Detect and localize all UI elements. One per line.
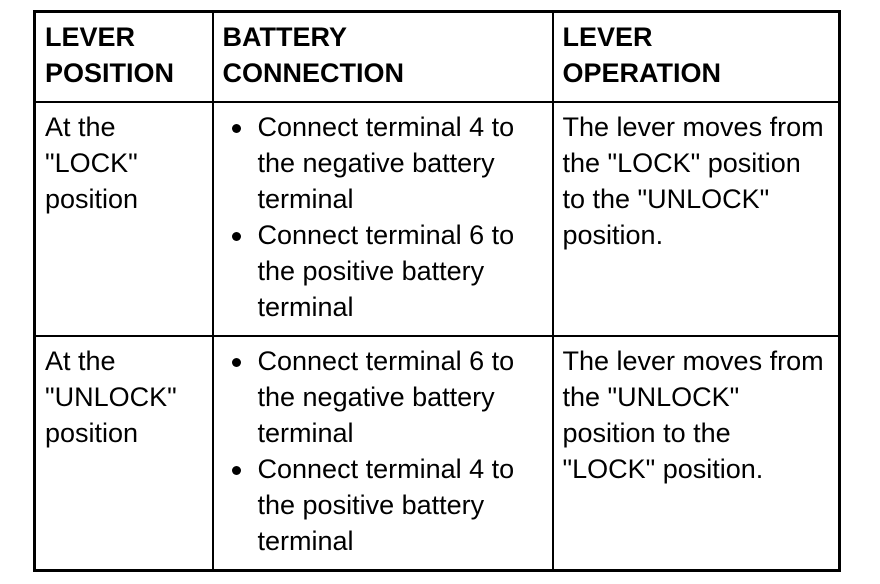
column-header-lever-operation: LEVER OPERATION <box>551 10 841 103</box>
table-header-row: LEVER POSITION BATTERY CONNECTION LEVER … <box>33 10 841 103</box>
lever-position-text: At the "LOCK" position <box>45 112 139 214</box>
cell-lever-position: At the "LOCK" position <box>33 101 214 337</box>
list-item: Connect terminal 4 to the positive batte… <box>223 451 543 559</box>
table-body: At the "LOCK" position Connect terminal … <box>33 101 841 572</box>
list-item: Connect terminal 6 to the negative batte… <box>223 343 543 451</box>
cell-lever-operation: The lever moves from the "UNLOCK" positi… <box>551 335 841 572</box>
cell-battery-connection: Connect terminal 4 to the negative batte… <box>211 101 554 337</box>
battery-connection-list: Connect terminal 4 to the negative batte… <box>223 109 543 325</box>
table-row: At the "LOCK" position Connect terminal … <box>33 101 841 337</box>
cell-lever-position: At the "UNLOCK" position <box>33 335 214 572</box>
lever-operation-text: The lever moves from the "UNLOCK" positi… <box>562 346 824 484</box>
list-item: Connect terminal 6 to the positive batte… <box>223 217 543 325</box>
table-row: At the "UNLOCK" position Connect termina… <box>33 335 841 572</box>
list-item-label: Connect terminal 4 to the positive batte… <box>257 454 515 556</box>
battery-connection-list: Connect terminal 6 to the negative batte… <box>223 343 543 559</box>
lever-position-text: At the "UNLOCK" position <box>45 346 177 448</box>
bullet-icon <box>231 232 241 241</box>
list-item: Connect terminal 4 to the negative batte… <box>223 109 543 217</box>
cell-battery-connection: Connect terminal 6 to the negative batte… <box>211 335 554 572</box>
list-item-label: Connect terminal 4 to the negative batte… <box>257 112 515 214</box>
table-header: LEVER POSITION BATTERY CONNECTION LEVER … <box>33 10 841 103</box>
list-item-label: Connect terminal 6 to the positive batte… <box>257 220 515 322</box>
cell-lever-operation: The lever moves from the "LOCK" position… <box>551 101 841 337</box>
column-header-lever-position: LEVER POSITION <box>33 10 214 103</box>
lever-operation-table: LEVER POSITION BATTERY CONNECTION LEVER … <box>33 10 841 572</box>
column-header-lever-position-line-2: POSITION <box>45 58 175 88</box>
column-header-battery-connection-line-2: CONNECTION <box>222 58 405 88</box>
column-header-lever-operation-line-2: OPERATION <box>562 58 722 88</box>
bullet-icon <box>231 358 241 367</box>
bullet-icon <box>231 466 241 475</box>
column-header-battery-connection: BATTERY CONNECTION <box>211 10 554 103</box>
lever-operation-text: The lever moves from the "LOCK" position… <box>562 112 824 250</box>
bullet-icon <box>231 124 241 133</box>
list-item-label: Connect terminal 6 to the negative batte… <box>257 346 515 448</box>
column-header-lever-position-line-1: LEVER <box>45 22 136 52</box>
column-header-lever-operation-line-1: LEVER <box>562 22 653 52</box>
column-header-battery-connection-line-1: BATTERY <box>222 22 348 52</box>
